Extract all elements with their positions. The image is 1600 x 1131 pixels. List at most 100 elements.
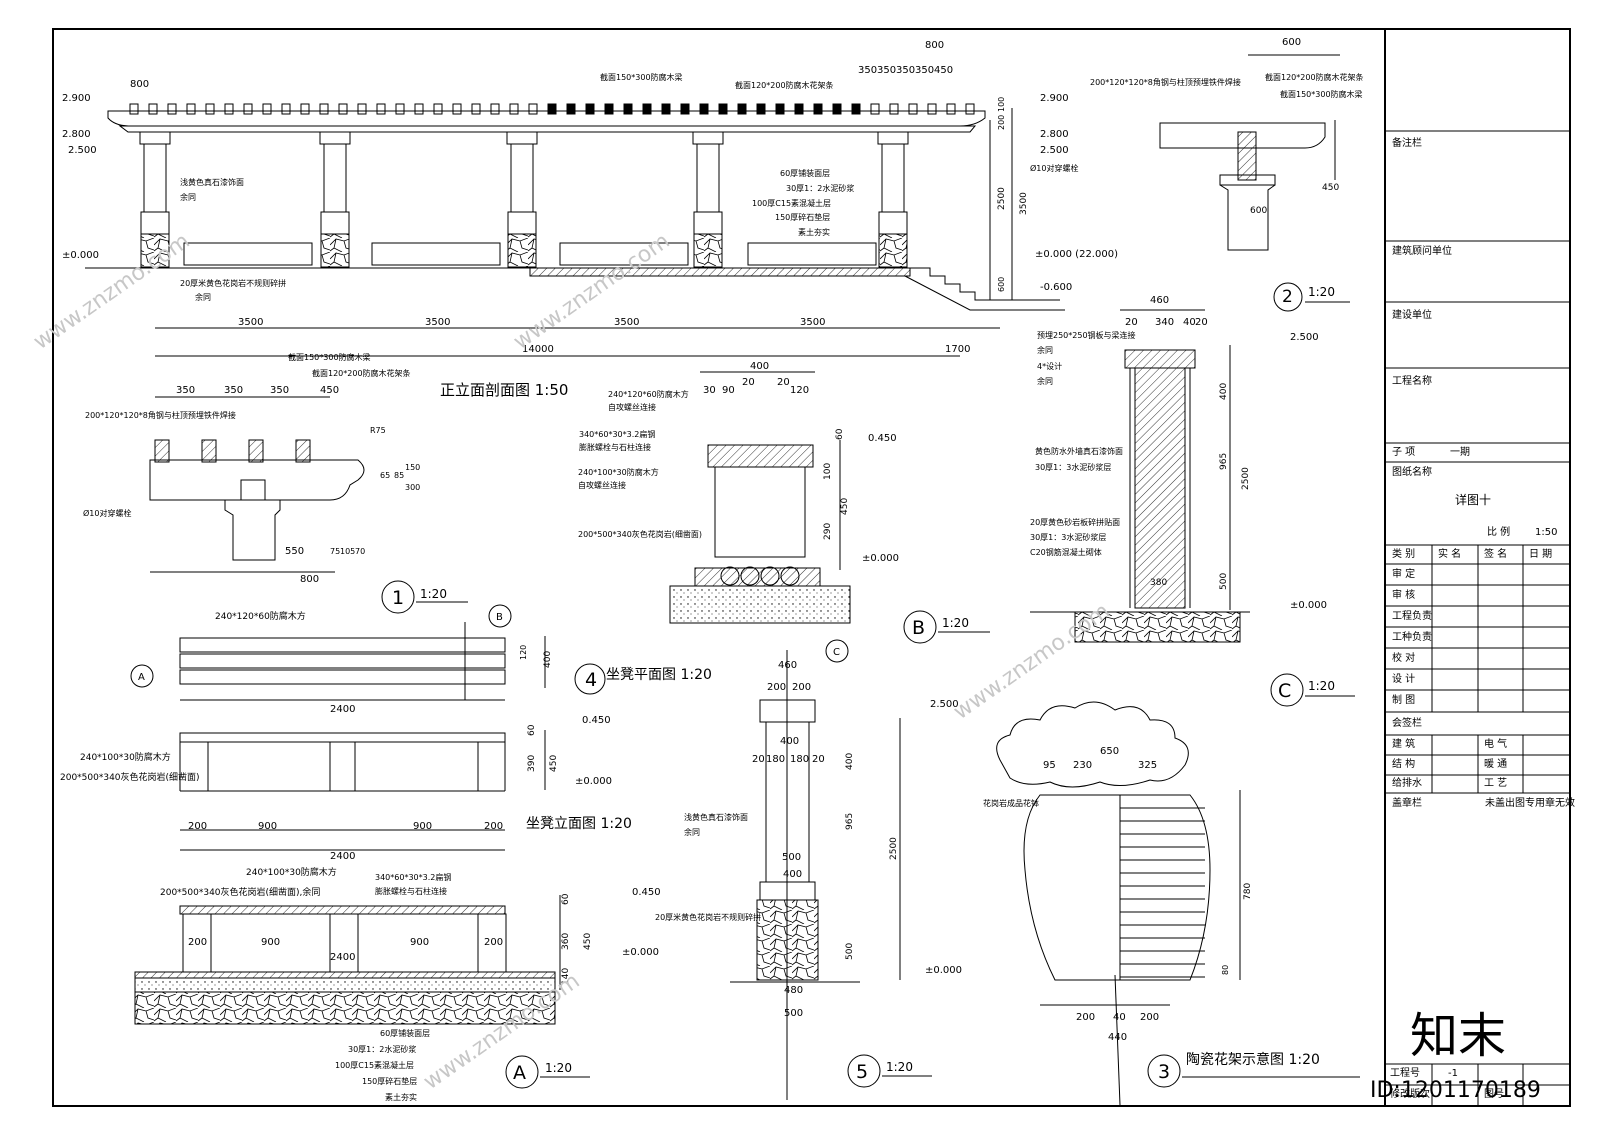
d1-dim-65: 65 <box>380 471 390 480</box>
bench-2 <box>371 242 501 266</box>
bench-3 <box>559 242 689 266</box>
pl-note: 花岗岩成品花钵 <box>983 798 1039 808</box>
pl-dim-440: 440 <box>1108 1032 1127 1043</box>
elev-layer-3: 100厚C15素混凝土层 <box>752 198 831 208</box>
sc-note-1: 预埋250*250钢板与梁连接 <box>1037 330 1136 340</box>
section-a <box>134 895 590 1089</box>
sc-note-4: 余同 <box>1037 376 1053 386</box>
sa-dim-140: 140 <box>561 968 571 985</box>
rafter <box>129 103 139 115</box>
d1-dim-70: 70 <box>355 547 365 556</box>
tb-project: 工程名称 <box>1392 376 1432 387</box>
sa-layer-2: 30厚1：2水泥砂浆 <box>348 1044 416 1054</box>
vase-bands <box>1120 807 1205 978</box>
section-c <box>1030 309 1355 707</box>
sb-dim-400: 400 <box>750 361 769 372</box>
tb-revision-label: 修改版次 <box>1390 1089 1430 1100</box>
d2-note-bolt: Ø10对穿螺栓 <box>1030 163 1078 173</box>
elev-layer-4: 150厚碎石垫层 <box>775 212 830 222</box>
d2-note-beam: 截面150*300防腐木梁 <box>1280 89 1363 99</box>
watermark-id: ID:1201170189 <box>1370 1078 1541 1103</box>
rafter <box>471 103 481 115</box>
elev-note-col-1: 浅黄色真石漆饰面 <box>180 177 244 187</box>
sb-dim-90: 90 <box>722 385 735 396</box>
vase <box>1023 794 1211 981</box>
pl-dim-80: 80 <box>1221 965 1230 975</box>
rafter <box>281 103 291 115</box>
be-dim-900a: 900 <box>258 821 277 832</box>
rafter <box>490 103 500 115</box>
tb-head-date: 日 期 <box>1529 549 1553 560</box>
sc-level-25: 2.500 <box>1290 332 1319 343</box>
rafter <box>319 103 329 115</box>
elevation-text: 800 350 350 350 350 450 800 截面150*300防腐木… <box>62 40 1118 399</box>
c5-dim-400c: 400 <box>845 753 855 770</box>
sc-dim-20a: 20 <box>1125 317 1138 328</box>
paving-strip <box>529 267 911 277</box>
rafter <box>889 103 899 115</box>
c5-dim-20a: 20 <box>752 754 765 765</box>
column-base <box>140 211 170 235</box>
d1-dim-300: 300 <box>405 483 420 492</box>
d1-dim-350a: 350 <box>176 385 195 396</box>
pl-dim-780: 780 <box>1243 883 1253 900</box>
watermark-site-3: www.znzmo.com <box>949 599 1114 725</box>
column-shaft <box>881 143 905 213</box>
be-note-1: 240*100*30防腐木方 <box>80 751 171 763</box>
sb-note-5: 240*100*30防腐木方 <box>578 467 659 477</box>
sa-label: A <box>513 1062 526 1084</box>
c5-dim-2500: 2500 <box>889 837 899 860</box>
elev-overall: 14000 <box>522 344 554 355</box>
elev-level-neg: -0.600 <box>1040 282 1072 293</box>
sc-label: C <box>1278 680 1291 702</box>
rafter <box>718 103 728 115</box>
bench-4 <box>747 242 877 266</box>
sc-scale: 1:20 <box>1308 679 1335 693</box>
column-stone-base <box>507 233 537 268</box>
d2-label: 2 <box>1282 287 1293 307</box>
elev-level-2800-r: 2.800 <box>1040 129 1069 140</box>
rafter <box>395 103 405 115</box>
column-base <box>507 211 537 235</box>
sc-dim-340: 340 <box>1155 317 1174 328</box>
d1-dim-350b: 350 <box>224 385 243 396</box>
d1-dim-150: 150 <box>405 463 420 472</box>
elev-vdim-100a: 100 <box>997 97 1006 112</box>
d1-dim-105: 105 <box>340 547 355 556</box>
c5-dim-500c: 500 <box>845 943 855 960</box>
rafter <box>661 103 671 115</box>
c5-label: 5 <box>856 1061 868 1083</box>
pl-dim-230: 230 <box>1073 760 1092 771</box>
steps <box>910 267 1060 301</box>
c5-dim-480: 480 <box>784 985 803 996</box>
planter-3 <box>996 701 1360 1106</box>
c5-dim-180b: 180 <box>790 754 809 765</box>
c5-dim-200b: 200 <box>792 682 811 693</box>
column-cap <box>319 131 351 145</box>
rafter <box>927 103 937 115</box>
elev-level-2800: 2.800 <box>62 129 91 140</box>
column-cap <box>692 131 724 145</box>
tb-head-signature: 签 名 <box>1484 549 1508 560</box>
sa-dim-900b: 900 <box>410 937 429 948</box>
outer-border <box>52 28 1571 1107</box>
detail-1 <box>149 396 468 614</box>
elev-layer-5: 素土夯实 <box>798 227 830 237</box>
c5-dim-500b: 500 <box>784 1008 803 1019</box>
bp-number: 4 <box>585 669 597 691</box>
column-cap <box>877 131 909 145</box>
sb-dim-30: 30 <box>703 385 716 396</box>
rafter <box>186 103 196 115</box>
sc-dim-965: 965 <box>1219 453 1229 470</box>
elev-note-base-2: 余同 <box>195 292 211 302</box>
rafter <box>908 103 918 115</box>
elev-note-beam: 截面150*300防腐木梁 <box>600 72 683 82</box>
sa-scale: 1:20 <box>545 1061 572 1075</box>
sc-dim-380: 380 <box>1150 578 1167 588</box>
c5-dim-965: 965 <box>845 813 855 830</box>
rafter <box>357 103 367 115</box>
rafter <box>604 103 614 115</box>
bp-dim-2400: 2400 <box>330 704 355 715</box>
sa-layer-4: 150厚碎石垫层 <box>362 1076 417 1086</box>
tb-disc-elec: 电 气 <box>1484 739 1508 750</box>
